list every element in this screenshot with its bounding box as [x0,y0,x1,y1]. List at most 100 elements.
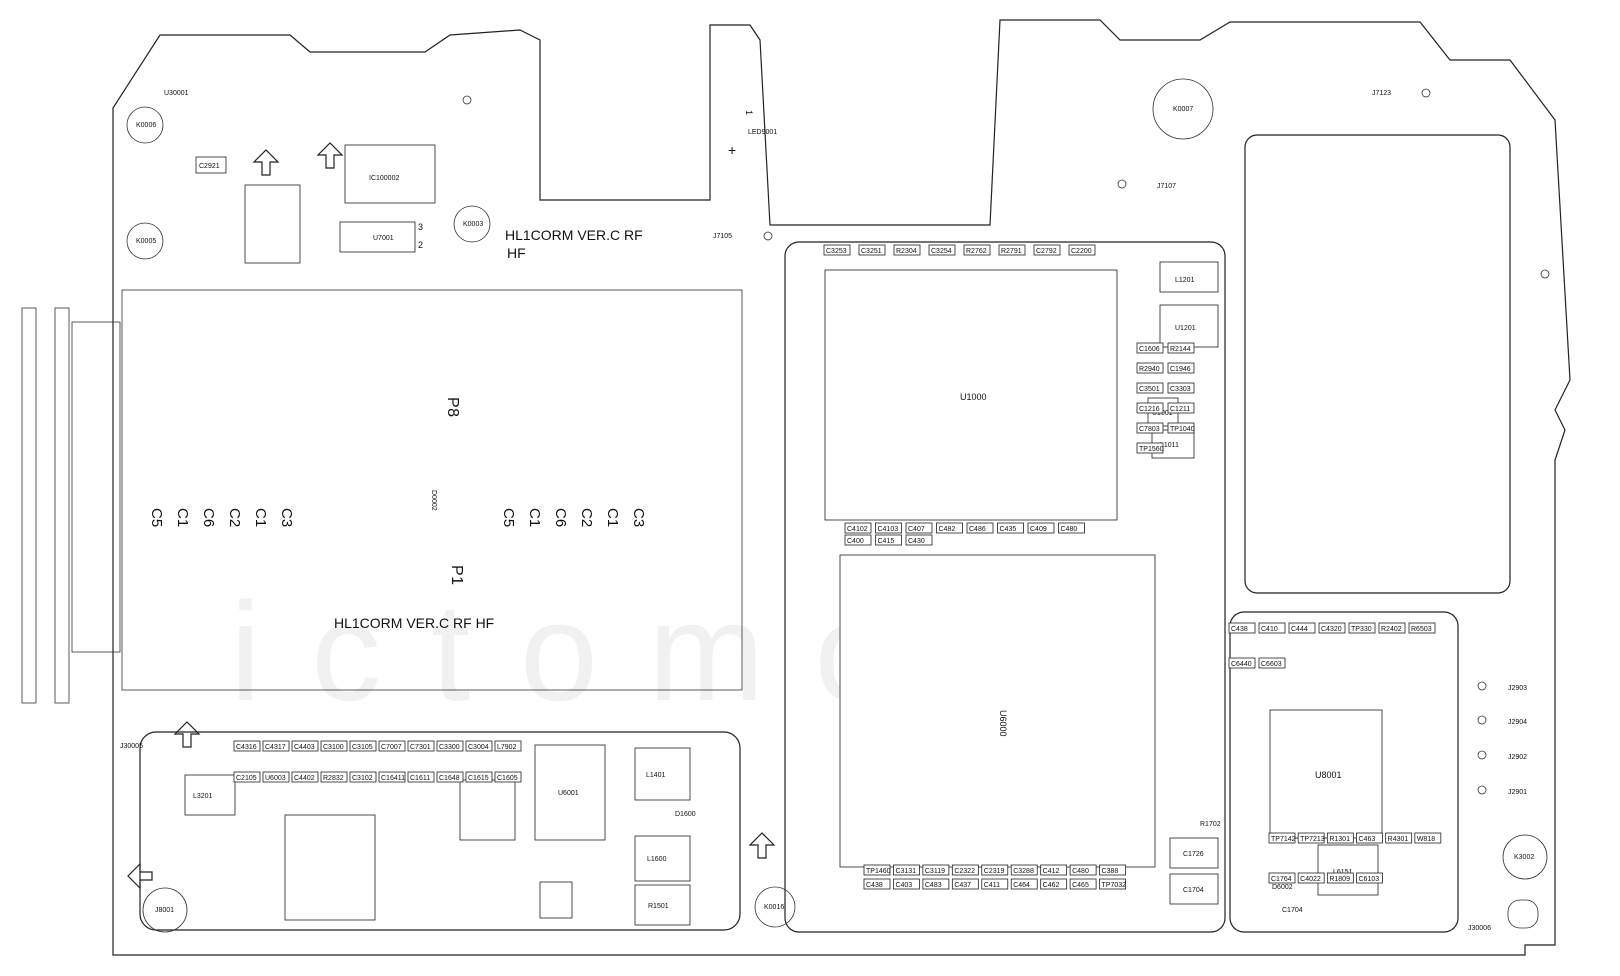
component-label: U6003 [265,775,286,782]
right-cap-labels: C5 C1 C6 C2 C1 C3 [500,508,647,527]
cap-label: C3 [278,508,295,527]
k0005-label: K0005 [136,238,156,245]
component-label: C4022 [1300,876,1321,883]
l6151-chip [1317,844,1379,896]
l1011-label: L1011 [1160,442,1179,449]
component-label: C3303 [1170,386,1191,393]
component-label: R4301 [1388,836,1409,843]
component-label: C462 [1043,882,1060,889]
ic100002-label: IC100002 [369,175,399,182]
component-outline [1136,442,1164,454]
k3002-label: K3002 [1514,854,1534,861]
u6001-label: U6001 [558,790,579,797]
component-outline [1099,864,1126,876]
component-outline [349,771,377,783]
component-outline [922,864,950,876]
component-label: R2791 [1001,248,1022,255]
component-outline [905,522,933,534]
component-outline [436,771,464,783]
component-label: R6503 [1411,626,1432,633]
p1-label: P1 [448,565,465,586]
component-label: C2105 [236,775,257,782]
soc-area [784,241,1226,933]
component-label: C415 [878,538,895,545]
component-outline [1326,872,1354,884]
component-label: R2144 [1170,346,1191,353]
l1401-chip [634,747,691,801]
component-outline [1258,657,1286,669]
u1000-chip [824,269,1118,521]
u6000-label: U6000 [998,710,1008,737]
u1201-label: U1201 [1175,325,1196,332]
component-outline [291,771,319,783]
component-label: C16411 [381,775,405,782]
board-outline [112,19,1571,956]
cap-label: C1 [252,508,269,527]
component-outline [951,878,979,890]
pmic-area [1229,611,1459,933]
component-label: C2792 [1036,248,1057,255]
component-label: C437 [954,882,971,889]
component-label: R1301 [1329,836,1350,843]
k0003-label: K0003 [463,221,483,228]
component-label: C7803 [1139,426,1160,433]
c2921-part [195,156,227,174]
u2101-chip [539,881,573,919]
connector-code: D0002 [430,490,437,511]
component-label: C410 [1261,626,1278,633]
component-label: C464 [1013,882,1030,889]
mount-holes: K0006 K0005 K0003 K0007 K0016 K3002 J800… [126,78,1550,933]
up-arrow-icon [748,832,776,859]
component-label: C4320 [1321,626,1342,633]
j30005-label: J30005 [120,743,143,750]
component-outline [875,522,902,534]
j7123-label: J7123 [1372,90,1391,97]
component-label: C480 [1061,526,1078,533]
component-label: C6103 [1359,876,1380,883]
component-outline [951,864,979,876]
component-outline [893,878,920,890]
component-outline [1288,622,1316,634]
component-label: R2402 [1381,626,1402,633]
component-outline [997,522,1024,534]
component-label: C411 [984,882,1000,889]
pin1-label: 1 [744,110,754,115]
component-outline [1385,832,1413,844]
component-label: C1611 [410,775,430,782]
flex-stripe-1 [21,307,37,704]
component-outline [1136,402,1164,414]
component-label: C4317 [265,744,286,751]
u7001-label: U7001 [373,235,394,242]
component-outline [1268,832,1296,844]
component-label: C444 [1291,626,1308,633]
component-label: C1946 [1170,366,1191,373]
u6000-chip [839,554,1156,868]
component-label: C1615 [468,775,489,782]
component-label: C6440 [1231,661,1252,668]
component-label: C4103 [878,526,899,533]
component-label: C1605 [497,775,518,782]
component-outline [1027,522,1055,534]
component-label: R2304 [896,248,917,255]
component-label: C409 [1030,526,1047,533]
board-title-top: HL1CORM VER.C RF [505,227,643,243]
cap-label: C3 [630,508,647,527]
j2903-label: J2903 [1508,685,1527,692]
cap-label: C1 [174,508,191,527]
component-label: C1606 [1139,346,1160,353]
component-outline [1228,622,1256,634]
component-outline [1068,244,1096,256]
u1000-label: U1000 [960,392,987,402]
j2904-label: J2904 [1508,719,1527,726]
component-outline [963,244,991,256]
l1201-chip [1159,261,1219,293]
component-outline [436,740,464,752]
component-label: C7007 [381,744,402,751]
component-outline [1167,362,1195,374]
component-outline [1136,422,1164,434]
component-outline [1136,342,1164,354]
component-outline [320,740,348,752]
component-label: R2940 [1139,366,1160,373]
c1726-label: C1726 [1183,851,1204,858]
